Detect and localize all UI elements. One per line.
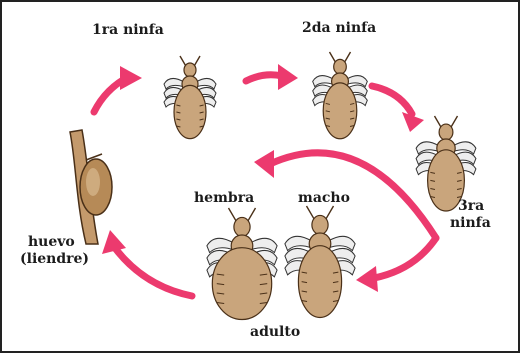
louse-icon-female bbox=[207, 208, 277, 320]
label-nymph2: 2da ninfa bbox=[302, 20, 376, 37]
louse-icon-nymph3 bbox=[416, 116, 476, 211]
arrow-branch-to-male bbox=[374, 238, 436, 278]
arrow-adults-to-egg bbox=[112, 244, 192, 296]
arrow-nymph1-to-nymph2 bbox=[246, 75, 282, 81]
louse-icon-nymph1 bbox=[164, 56, 216, 139]
arrow-nymph3-to-adults bbox=[270, 153, 436, 238]
arrow-icon bbox=[356, 266, 378, 292]
arrow-icon bbox=[102, 230, 126, 254]
arrow-nymph2-to-nymph3 bbox=[372, 86, 412, 114]
egg-on-hair-icon bbox=[70, 130, 112, 244]
louse-icon-male bbox=[285, 206, 355, 318]
louse-icon-nymph2 bbox=[313, 52, 368, 139]
label-female: hembra bbox=[194, 190, 254, 207]
label-nymph3-line2: ninfa bbox=[450, 215, 491, 232]
label-male: macho bbox=[298, 190, 350, 207]
arrow-icon bbox=[278, 64, 298, 90]
label-nymph3-line1: 3ra bbox=[450, 198, 491, 215]
label-egg-line1: huevo bbox=[20, 234, 89, 251]
label-egg-line2: (liendre) bbox=[20, 251, 89, 268]
label-egg: huevo (liendre) bbox=[20, 234, 89, 268]
label-adult: adulto bbox=[250, 324, 300, 341]
label-nymph3: 3ra ninfa bbox=[450, 198, 491, 232]
label-nymph1: 1ra ninfa bbox=[92, 22, 164, 39]
arrow-icon bbox=[254, 150, 274, 178]
arrow-icon bbox=[120, 66, 142, 90]
